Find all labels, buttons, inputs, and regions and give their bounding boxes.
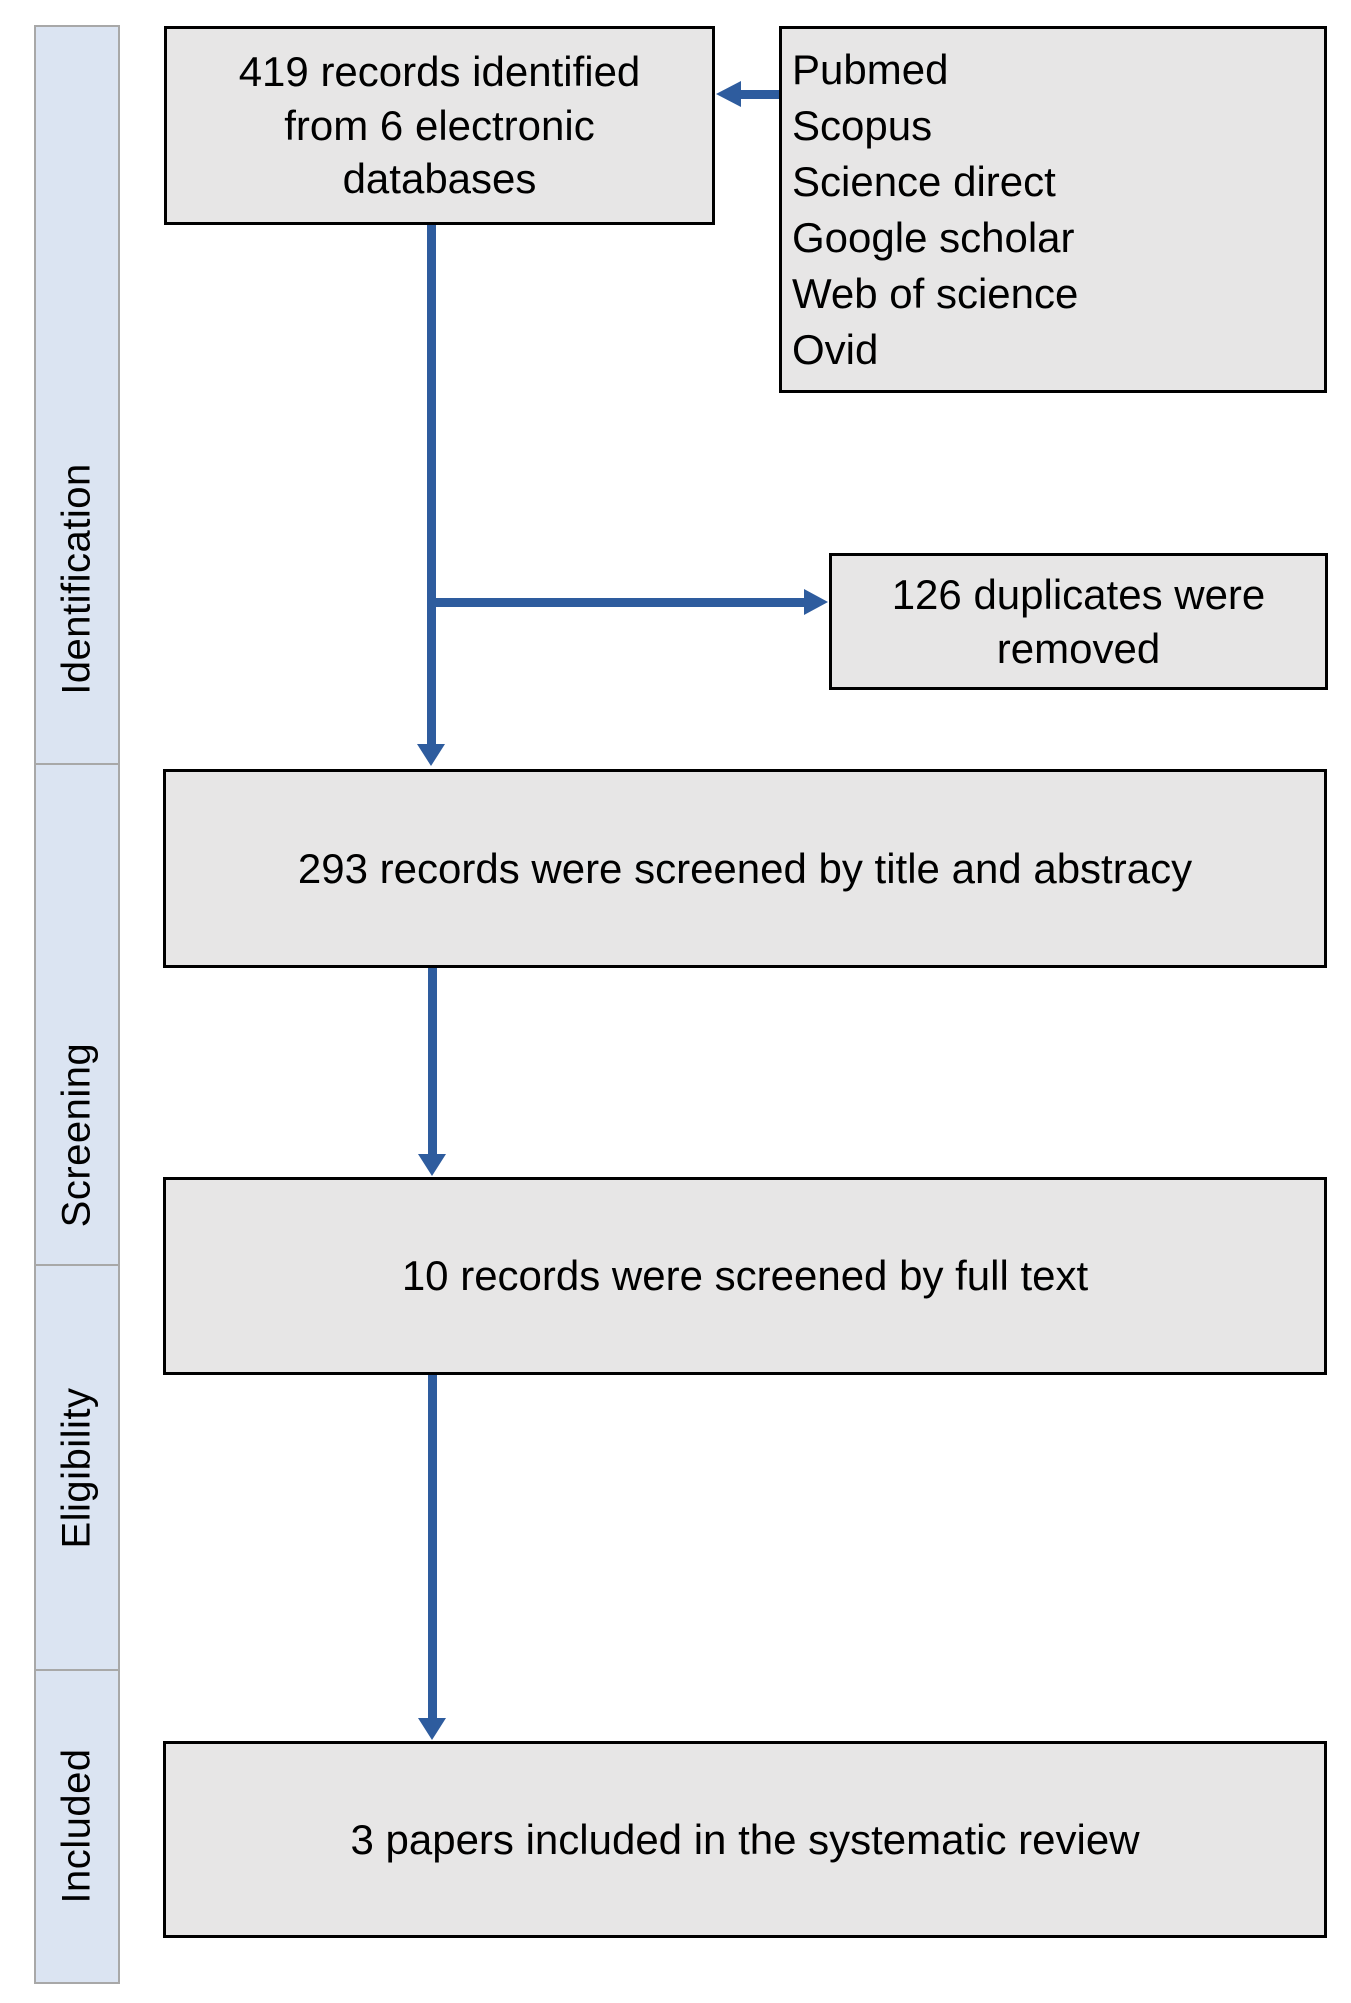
stage-label-screening: Screening: [54, 1042, 99, 1228]
box-records-identified: 419 records identified from 6 electronic…: [164, 26, 715, 225]
source-item-google-scholar: Google scholar: [792, 213, 1075, 261]
arrow-identified-to-screened-shaft: [427, 225, 436, 745]
stage-label-included: Included: [54, 1748, 99, 1904]
arrow-title-to-fulltext-shaft: [428, 968, 437, 1155]
arrow-branch-to-duplicates-shaft: [431, 598, 805, 607]
box-screened-title-abstract: 293 records were screened by title and a…: [163, 769, 1327, 968]
arrow-title-to-fulltext-head-icon: [418, 1154, 446, 1176]
box-database-sources: Pubmed Scopus Science direct Google scho…: [779, 26, 1327, 393]
source-item-web-of-science: Web of science: [792, 269, 1079, 317]
source-item-science-direct: Science direct: [792, 157, 1056, 205]
source-item-scopus: Scopus: [792, 101, 933, 149]
source-item-pubmed: Pubmed: [792, 45, 949, 93]
source-item-ovid: Ovid: [792, 325, 879, 373]
box-screened-title-abstract-text: 293 records were screened by title and a…: [297, 844, 1193, 892]
arrow-sources-to-identified-shaft: [740, 90, 779, 99]
box-duplicates-removed-text: 126 duplicates were removed: [891, 570, 1266, 672]
box-records-identified-text: 419 records identified from 6 electronic…: [238, 47, 641, 203]
box-papers-included: 3 papers included in the systematic revi…: [163, 1741, 1327, 1938]
box-screened-full-text: 10 records were screened by full text: [163, 1177, 1327, 1375]
arrow-fulltext-to-included-head-icon: [418, 1718, 446, 1740]
stage-block-identification: [34, 25, 120, 765]
stage-block-included: [34, 1669, 120, 1984]
arrow-sources-to-identified-head-icon: [716, 81, 741, 107]
stage-label-eligibility: Eligibility: [54, 1387, 99, 1549]
arrow-fulltext-to-included-shaft: [428, 1375, 437, 1719]
arrow-identified-to-screened-head-icon: [417, 744, 445, 766]
box-duplicates-removed: 126 duplicates were removed: [829, 553, 1328, 690]
stage-label-identification: Identification: [54, 463, 99, 695]
stage-block-screening: [34, 763, 120, 1266]
box-screened-full-text-text: 10 records were screened by full text: [401, 1252, 1089, 1300]
arrow-branch-to-duplicates-head-icon: [804, 589, 828, 615]
box-papers-included-text: 3 papers included in the systematic revi…: [350, 1815, 1140, 1863]
